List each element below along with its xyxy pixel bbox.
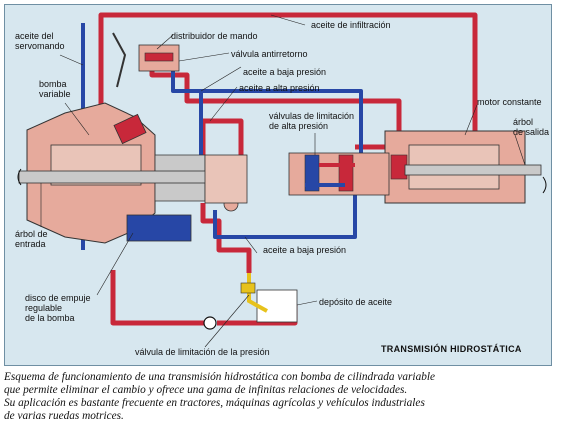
output-shaft-rotation-arrow [542, 176, 547, 194]
leader-infiltracion [270, 14, 306, 26]
high-pressure-relief-valves [288, 152, 390, 196]
center-manifold [204, 154, 248, 204]
leader-baja-bottom [244, 236, 258, 254]
output-shaft [404, 164, 542, 176]
label-bomba-variable: bomba variable [39, 79, 71, 99]
hydrostatic-transmission-diagram [17, 12, 547, 348]
label-aceite-servomando: aceite del servomando [15, 31, 65, 51]
pressure-limit-valve-circle [203, 316, 217, 330]
control-lever [112, 32, 127, 88]
leader-antirretorno [178, 52, 230, 62]
leader-limitacion [204, 294, 250, 348]
leader-deposito [296, 300, 318, 306]
distributor-spool [144, 52, 174, 62]
label-deposito-aceite: depósito de aceite [319, 297, 393, 307]
leader-baja-top [200, 66, 242, 92]
leader-servomando [59, 54, 84, 66]
label-distribuidor-mando: distribuidor de mando [171, 31, 258, 41]
label-valvula-limitacion-presion: válvula de limitación de la presión [135, 347, 270, 357]
input-shaft-rotation-arrow [17, 168, 22, 186]
control-distributor [112, 32, 180, 88]
caption-line: que permite eliminar el cambio y ofrece … [4, 384, 408, 396]
low-pressure-top-loop [171, 65, 363, 153]
caption-line: de varias ruedas motrices. [4, 410, 124, 422]
high-pressure-return-bottom [110, 270, 205, 326]
low-pressure-bottom-loop [213, 185, 357, 239]
leader-distribuidor [156, 34, 174, 50]
reservoir-yellow-line [247, 273, 268, 313]
label-valvulas-limitacion: válvulas de limitación de alta presión [269, 111, 355, 131]
diagram-title: TRANSMISIÓN HIDROSTÁTICA [381, 344, 522, 354]
pump-swash-plate [113, 113, 147, 145]
caption: Esquema de funcionamiento de una transmi… [4, 371, 559, 423]
reservoir-tank [256, 289, 298, 323]
oil-reservoir [240, 273, 298, 323]
label-arbol-entrada: árbol de entrada [15, 229, 48, 249]
label-aceite-baja-presion-top: aceite a baja presión [243, 67, 327, 77]
leader-bomba [64, 102, 90, 136]
label-disco-empuje: disco de empuje regulable de la bomba [25, 293, 91, 323]
caption-line: Su aplicación es bastante frecuente en t… [4, 397, 425, 409]
pump-piston-block [126, 214, 192, 242]
leader-lines [40, 14, 526, 348]
leader-arbol-salida [514, 134, 526, 166]
caption-line: Esquema de funcionamiento de una transmi… [4, 371, 436, 383]
label-aceite-alta-presion: aceite a alta presión [239, 83, 320, 93]
label-valvula-antirretorno: válvula antirretorno [231, 49, 308, 59]
label-aceite-infiltracion: aceite de infiltración [311, 20, 391, 30]
leader-motor [464, 104, 478, 136]
diagram-panel: aceite de infiltración aceite del servom… [4, 4, 552, 366]
label-aceite-baja-presion-bottom: aceite a baja presión [263, 245, 347, 255]
leader-disco [96, 232, 134, 296]
reservoir-valve [240, 282, 256, 294]
leader-alta [209, 86, 238, 122]
label-motor-constante: motor constante [477, 97, 542, 107]
relief-valve-left [304, 154, 320, 192]
label-arbol-salida: árbol de salida [513, 117, 550, 137]
infiltration-line [98, 12, 478, 155]
